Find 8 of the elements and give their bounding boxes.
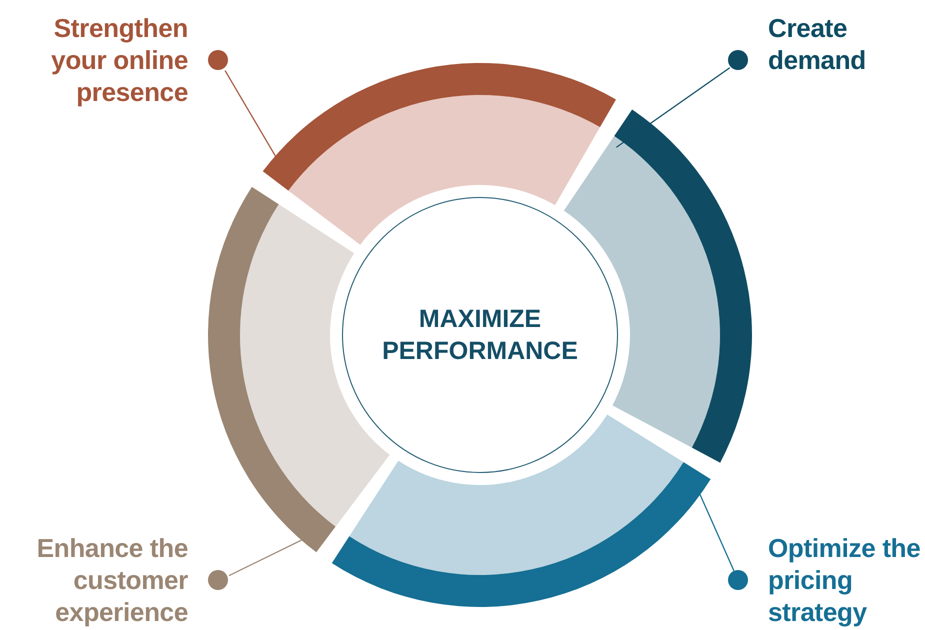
- leader-line: [616, 67, 730, 148]
- step-label: Enhance the customer experience: [36, 532, 188, 628]
- step-label: Strengthen your online presence: [50, 12, 188, 108]
- step-label: Create demand: [768, 12, 867, 76]
- ring-segment: [332, 414, 711, 607]
- step-label: Optimize the pricing strategy: [768, 532, 922, 628]
- ring-segment: [262, 63, 616, 245]
- center-title: MAXIMIZE PERFORMANCE: [381, 304, 579, 367]
